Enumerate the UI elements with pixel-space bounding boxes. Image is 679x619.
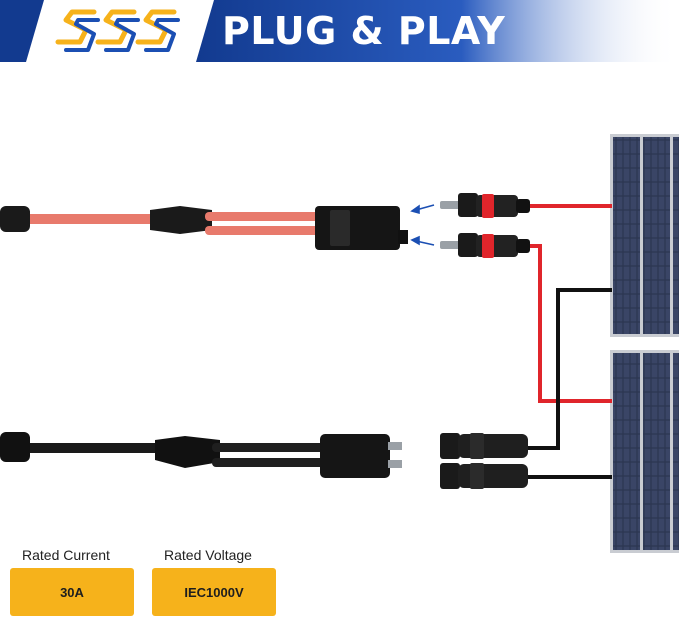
mc4-connector-red-2-icon <box>440 233 530 258</box>
solar-panel-top-icon <box>610 134 679 337</box>
spec-value-box: 30A <box>10 568 134 616</box>
banner-stripe <box>0 0 44 62</box>
spec-value-box: IEC1000V <box>152 568 276 616</box>
y-branch-red-cable-icon <box>0 206 408 250</box>
mc4-connector-black-2-icon <box>440 463 528 489</box>
spec-rated-voltage: Rated Voltage <box>164 547 252 563</box>
spec-label: Rated Voltage <box>164 547 252 563</box>
y-branch-black-cable-icon <box>0 432 402 478</box>
banner-title-band <box>196 0 679 62</box>
mc4-connector-red-1-icon <box>440 193 530 218</box>
spec-rated-current: Rated Current <box>22 547 110 563</box>
mc4-connector-black-1-icon <box>440 433 528 459</box>
wiring-illustration <box>0 134 679 553</box>
solar-panel-bottom-icon <box>610 350 679 553</box>
sss-brand-logo-icon <box>55 9 180 52</box>
panel-wires <box>528 204 612 479</box>
spec-label: Rated Current <box>22 547 110 563</box>
page-title: PLUG & PLAY <box>222 9 506 53</box>
header-banner <box>0 0 679 62</box>
arrow-icon <box>410 204 435 246</box>
